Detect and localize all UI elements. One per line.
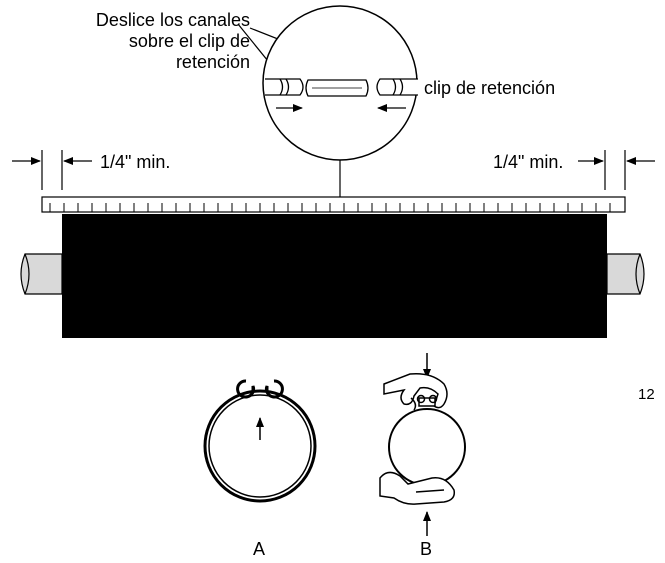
shaft-right bbox=[606, 253, 645, 295]
shaft-left bbox=[20, 253, 63, 295]
retention-clip bbox=[305, 79, 369, 97]
callout-line-1: Deslice los canales bbox=[95, 10, 250, 30]
channel-strip bbox=[41, 196, 626, 213]
upper-hand bbox=[383, 372, 448, 409]
clip-label: clip de retención bbox=[424, 78, 556, 98]
roller bbox=[62, 214, 607, 338]
left-margin-label: 1/4" min. bbox=[100, 152, 171, 172]
ring-b bbox=[388, 408, 466, 486]
slide-channels-instruction: Deslice los canales sobre el clip de ret… bbox=[40, 10, 250, 73]
callout-line-3: retención bbox=[175, 52, 250, 72]
step-b-label: B bbox=[420, 539, 433, 559]
dimension-marks bbox=[12, 150, 655, 190]
figure-number: 12 bbox=[638, 386, 655, 403]
lower-hand bbox=[379, 471, 456, 505]
magnifier bbox=[262, 5, 418, 161]
callout-line-2: sobre el clip de bbox=[128, 31, 250, 51]
right-margin-label: 1/4" min. bbox=[493, 152, 564, 172]
step-a-label: A bbox=[253, 539, 266, 559]
right-channel bbox=[376, 78, 418, 96]
ring-diagram-b bbox=[379, 353, 466, 536]
ring-diagram-a bbox=[203, 379, 317, 503]
left-channel bbox=[265, 78, 304, 96]
